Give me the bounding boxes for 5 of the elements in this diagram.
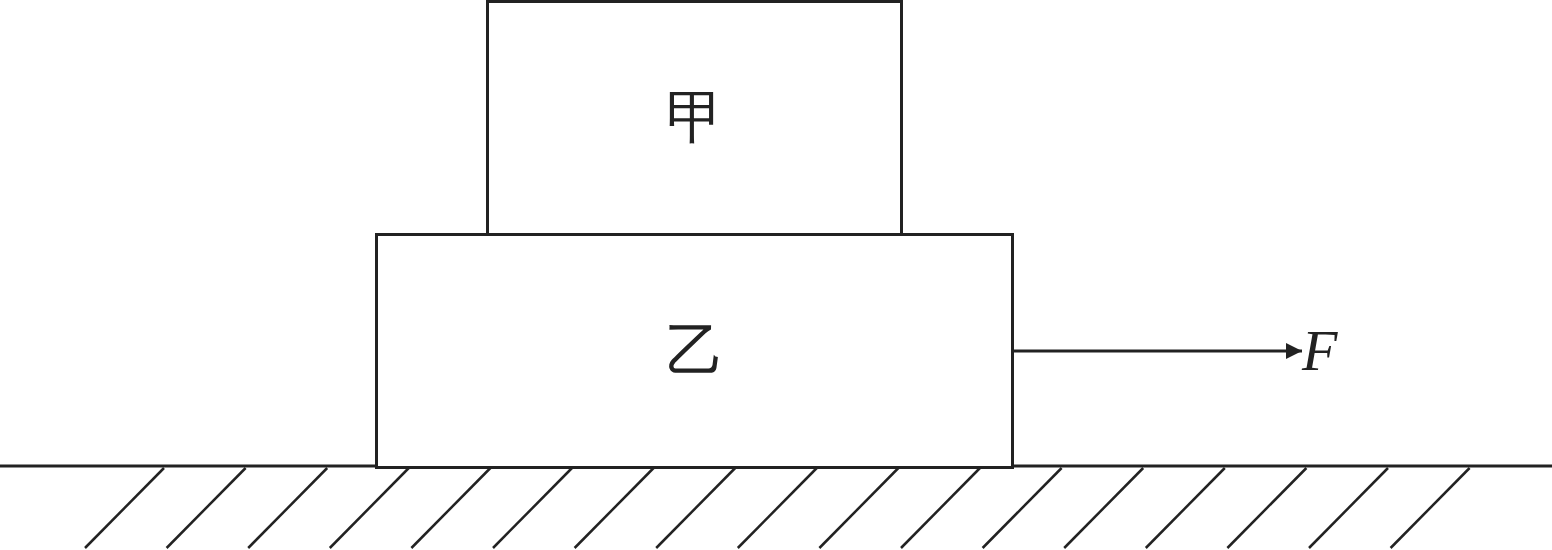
block-label: 甲 [665,82,724,153]
force-label: F [1302,322,1338,380]
block-label: 乙 [665,315,724,386]
block-box [486,0,903,236]
block-box [375,233,1014,469]
